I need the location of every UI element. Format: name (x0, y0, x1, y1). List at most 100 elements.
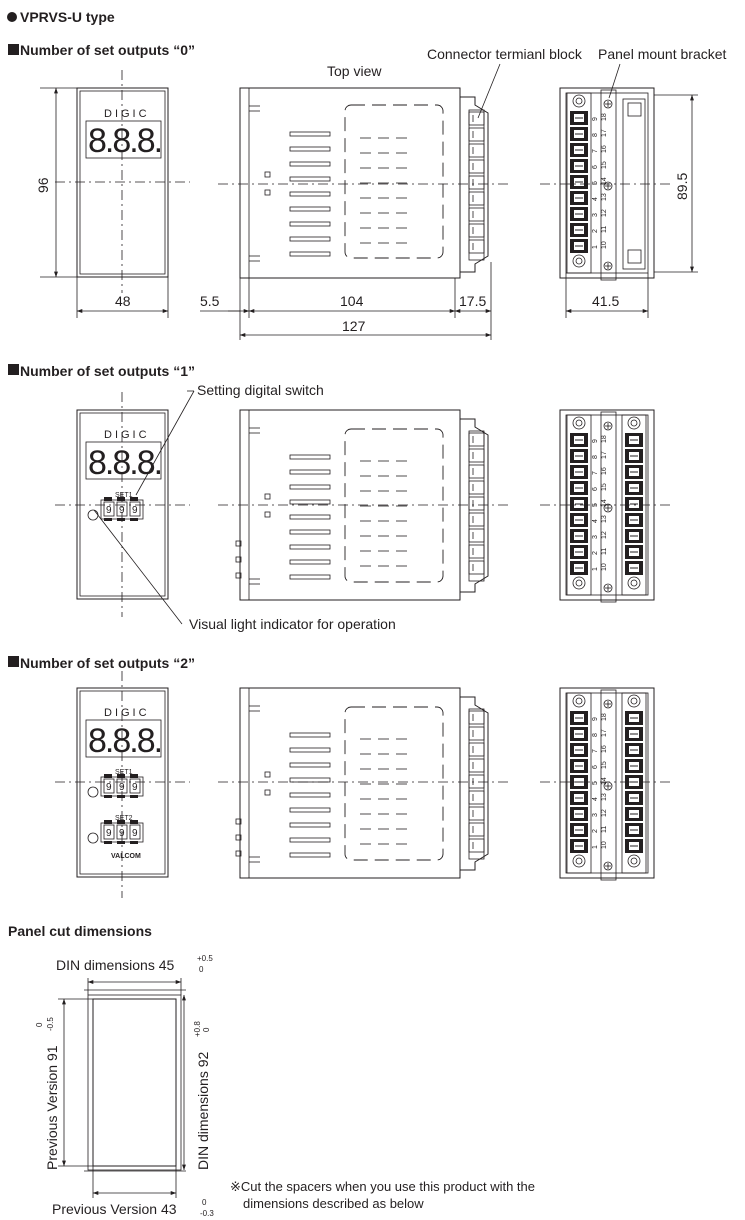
svg-text:SET1: SET1 (115, 769, 133, 776)
svg-text:12: 12 (601, 531, 608, 539)
svg-text:9: 9 (592, 117, 599, 121)
svg-text:2: 2 (592, 829, 599, 833)
svg-text:17: 17 (601, 129, 608, 137)
svg-text:9: 9 (132, 782, 138, 793)
indicator-leader-line (93, 509, 183, 625)
svg-text:15: 15 (601, 761, 608, 769)
svg-text:3: 3 (592, 535, 599, 539)
svg-text:9: 9 (106, 782, 112, 793)
svg-text:5: 5 (592, 181, 599, 185)
svg-text:3: 3 (592, 213, 599, 217)
svg-text:7: 7 (592, 149, 599, 153)
svg-text:VALCOM: VALCOM (111, 853, 141, 860)
svg-text:10: 10 (601, 241, 608, 249)
svg-text:12: 12 (601, 809, 608, 817)
panel-cut-drawing (84, 989, 186, 1172)
title-bullet-icon (7, 12, 17, 22)
svg-text:18: 18 (601, 713, 608, 721)
prev-height-tol-lower: -0.5 (46, 1017, 55, 1031)
svg-text:9: 9 (106, 505, 112, 516)
cut-note-line1: ※Cut the spacers when you use this produ… (230, 1179, 535, 1194)
svg-text:14: 14 (601, 177, 608, 185)
svg-text:9: 9 (119, 505, 125, 516)
svg-text:7: 7 (592, 749, 599, 753)
svg-text:9: 9 (132, 505, 138, 516)
svg-text:17: 17 (601, 451, 608, 459)
section0-square-icon (8, 44, 19, 55)
prev-height-tol-upper: 0 (35, 1022, 44, 1027)
svg-text:8.8.8.: 8.8.8. (88, 444, 161, 482)
svg-text:13: 13 (601, 515, 608, 523)
svg-text:13: 13 (601, 793, 608, 801)
svg-text:16: 16 (601, 145, 608, 153)
cut-note-line2: dimensions described as below (243, 1196, 424, 1211)
svg-text:SET1: SET1 (115, 492, 133, 499)
dim-89-5: 89.5 (674, 173, 690, 200)
svg-text:18: 18 (601, 435, 608, 443)
dim-5-5: 5.5 (200, 293, 220, 309)
svg-text:4: 4 (592, 519, 599, 523)
top-view-0 (218, 87, 510, 279)
setting-switch-label: Setting digital switch (197, 382, 324, 398)
din-width-tol-lower: 0 (199, 965, 204, 974)
svg-text:14: 14 (601, 499, 608, 507)
panel-bracket-label: Panel mount bracket (598, 46, 727, 62)
svg-text:8: 8 (592, 133, 599, 137)
svg-text:4: 4 (592, 197, 599, 201)
svg-text:9: 9 (119, 782, 125, 793)
svg-text:9: 9 (592, 439, 599, 443)
svg-text:13: 13 (601, 193, 608, 201)
svg-text:1: 1 (592, 245, 599, 249)
svg-text:1: 1 (592, 845, 599, 849)
svg-text:3: 3 (592, 813, 599, 817)
din-height-label: DIN dimensions 92 (195, 1052, 211, 1170)
svg-text:17: 17 (601, 729, 608, 737)
din-height-tol-lower: 0 (202, 1027, 211, 1032)
front-view-0: DIGIC 8.8.8. (55, 70, 190, 293)
svg-text:9: 9 (106, 828, 112, 839)
din-width-tol-upper: +0.5 (197, 954, 213, 963)
page-title: VPRVS-U type (20, 9, 115, 25)
svg-text:12: 12 (601, 209, 608, 217)
svg-text:16: 16 (601, 745, 608, 753)
svg-text:2: 2 (592, 229, 599, 233)
svg-text:DIGIC: DIGIC (104, 108, 150, 120)
svg-text:6: 6 (592, 765, 599, 769)
svg-text:11: 11 (601, 226, 608, 233)
bracket-leader-line (608, 63, 621, 99)
svg-text:1: 1 (592, 567, 599, 571)
svg-text:4: 4 (592, 797, 599, 801)
prev-width-label: Previous Version 43 (52, 1201, 177, 1217)
svg-text:2: 2 (592, 551, 599, 555)
svg-text:5: 5 (592, 781, 599, 785)
dim-104: 104 (340, 293, 364, 309)
section2-heading: Number of set outputs “2” (20, 655, 195, 671)
svg-text:10: 10 (601, 563, 608, 571)
svg-text:8.8.8.: 8.8.8. (88, 722, 161, 760)
svg-text:14: 14 (601, 777, 608, 785)
svg-text:SET2: SET2 (115, 815, 133, 822)
dim-17-5: 17.5 (459, 293, 486, 309)
svg-text:8: 8 (592, 733, 599, 737)
section1-square-icon (8, 364, 19, 375)
dim-48: 48 (115, 293, 131, 309)
svg-text:9: 9 (592, 717, 599, 721)
svg-text:6: 6 (592, 165, 599, 169)
top-view-label: Top view (327, 63, 382, 79)
svg-text:7: 7 (592, 471, 599, 475)
svg-text:10: 10 (601, 841, 608, 849)
svg-text:8: 8 (592, 455, 599, 459)
prev-width-tol-lower: -0.3 (200, 1209, 214, 1218)
svg-text:9: 9 (132, 828, 138, 839)
svg-text:6: 6 (592, 487, 599, 491)
din-width-label: DIN dimensions 45 (56, 957, 174, 973)
dim-41-5: 41.5 (592, 293, 619, 309)
section2-square-icon (8, 656, 19, 667)
svg-text:15: 15 (601, 483, 608, 491)
top-view-1 (218, 409, 510, 601)
svg-text:11: 11 (601, 826, 608, 833)
